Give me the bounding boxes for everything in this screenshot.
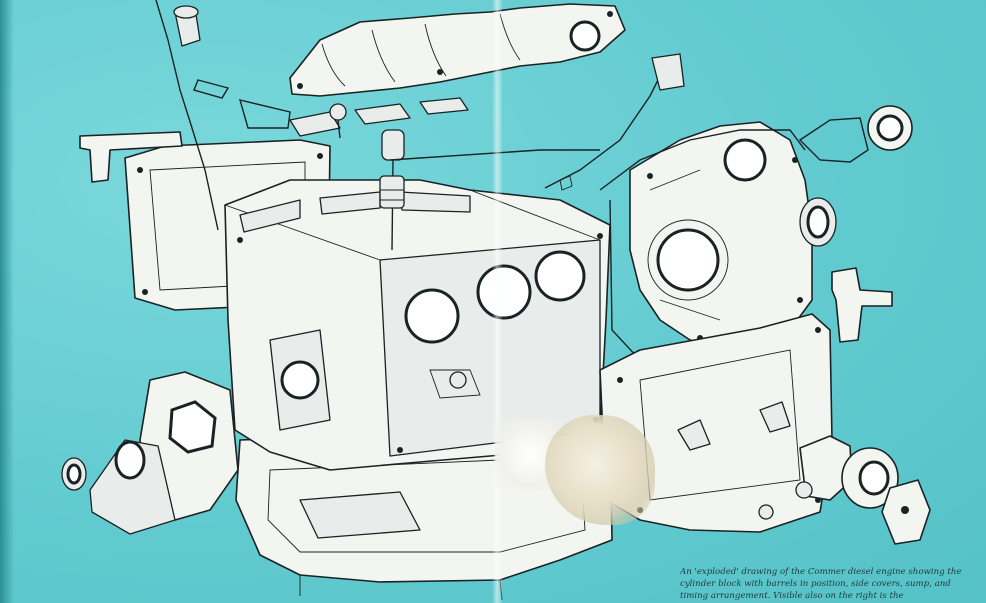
page-edge-shadow: [0, 0, 14, 603]
engine-mounting-bracket: [831, 267, 893, 343]
page-fold: [492, 0, 502, 603]
paper-stain: [545, 415, 655, 525]
pushrod-assembly: [379, 129, 405, 251]
dipstick: [155, 0, 219, 231]
manifold-gaskets: [193, 79, 469, 139]
exhaust-manifold: [289, 3, 626, 97]
water-pump-pulley-top: [798, 105, 913, 163]
breather-bracket: [79, 131, 183, 183]
illustration-caption: An 'exploded' drawing of the Commer dies…: [680, 567, 962, 601]
oil-seal-right: [799, 197, 837, 247]
control-linkage: [389, 53, 685, 191]
end-plate-left: [61, 371, 239, 535]
timing-cover: [629, 121, 813, 347]
cylinder-block: [224, 179, 611, 471]
timing-gasket: [599, 129, 806, 361]
water-pump: [758, 435, 931, 545]
